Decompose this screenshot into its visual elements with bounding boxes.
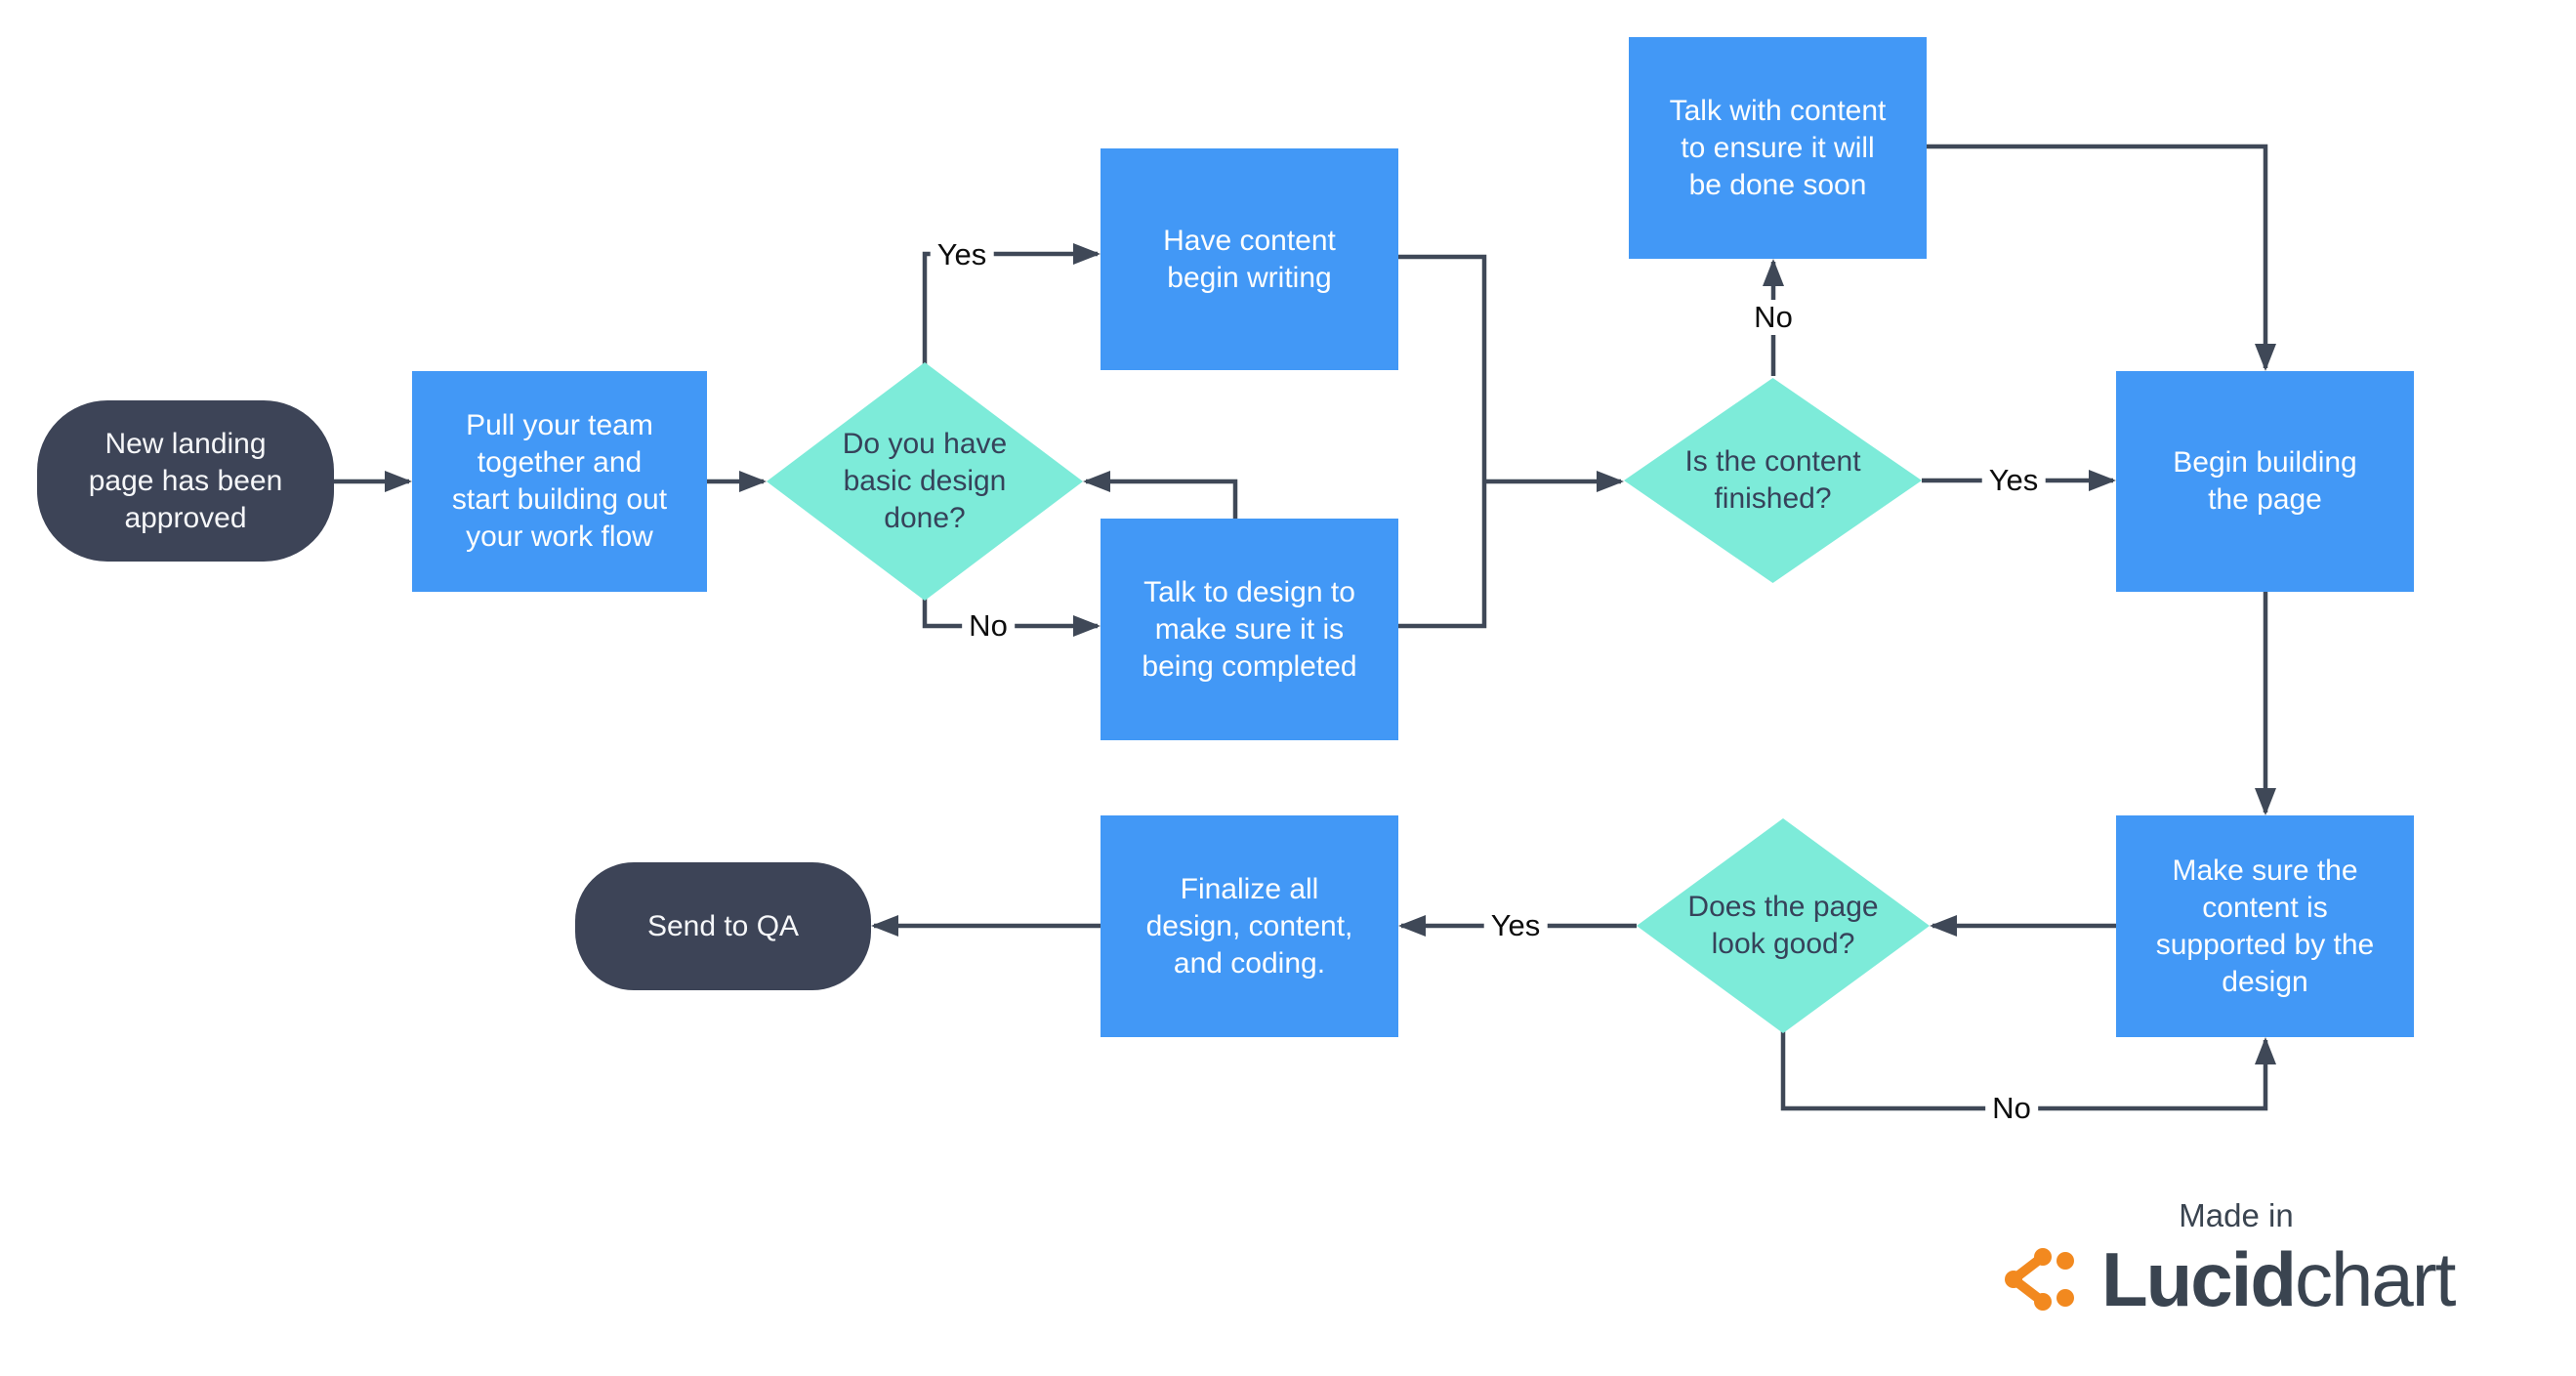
- node-have-content-label: Have content begin writing: [1163, 224, 1336, 294]
- node-make-sure: Make sure the content is supported by th…: [2116, 815, 2414, 1037]
- edge-label-design-yes: Yes: [930, 237, 994, 272]
- node-talk-content: Talk with content to ensure it will be d…: [1629, 37, 1927, 259]
- node-finalize-label: Finalize all design, content, and coding…: [1145, 872, 1353, 980]
- edge-talk-design-to-design-done: [1083, 471, 1238, 519]
- node-talk-content-label: Talk with content to ensure it will be d…: [1669, 94, 1887, 201]
- lucidchart-icon: [2005, 1248, 2074, 1311]
- edge-label-lookgood-no: No: [1985, 1091, 2038, 1126]
- edge-label-lookgood-yes: Yes: [1483, 908, 1548, 943]
- edge-talk-content-to-begin-building: [1927, 144, 2276, 371]
- edge-label-finished-yes: Yes: [1981, 463, 2046, 498]
- lucidchart-wordmark: Lucidchart: [2101, 1235, 2456, 1324]
- edge-design-done-no-to-talk-design: [922, 599, 1101, 637]
- node-look-good-label: Does the page look good?: [1687, 891, 1879, 960]
- lucidchart-logo: Lucidchart: [1998, 1236, 2456, 1322]
- edge-have-content-to-junction: [1398, 254, 1487, 481]
- node-talk-design-label: Talk to design to make sure it is being …: [1142, 575, 1357, 683]
- made-in-text: Made in: [2179, 1197, 2294, 1233]
- node-content-finished-label: Is the content finished?: [1684, 445, 1861, 515]
- edge-label-finished-no: No: [1747, 300, 1800, 335]
- node-have-content: Have content begin writing: [1101, 148, 1398, 370]
- node-send-qa: Send to QA: [575, 862, 871, 990]
- edge-talk-design-to-junction: [1398, 481, 1487, 629]
- node-send-qa-label: Send to QA: [646, 909, 800, 942]
- node-start-label: New landing page has been approved: [88, 427, 283, 534]
- node-begin-building: Begin building the page: [2116, 371, 2414, 592]
- node-design-done-label: Do you have basic design done?: [842, 428, 1008, 534]
- node-start: New landing page has been approved: [37, 400, 334, 562]
- node-make-sure-label: Make sure the content is supported by th…: [2155, 854, 2375, 998]
- brand-text-bold: Lucid: [2101, 1235, 2297, 1322]
- node-talk-design: Talk to design to make sure it is being …: [1101, 519, 1398, 740]
- node-finalize: Finalize all design, content, and coding…: [1101, 815, 1398, 1037]
- node-begin-building-label: Begin building the page: [2173, 446, 2357, 516]
- edge-design-done-yes-to-have-content: [922, 243, 1101, 364]
- node-pull-team-label: Pull your team together and start buildi…: [451, 409, 668, 553]
- brand-text-regular: chart: [2295, 1235, 2456, 1322]
- node-pull-team: Pull your team together and start buildi…: [412, 371, 707, 592]
- edge-label-design-no: No: [962, 608, 1015, 644]
